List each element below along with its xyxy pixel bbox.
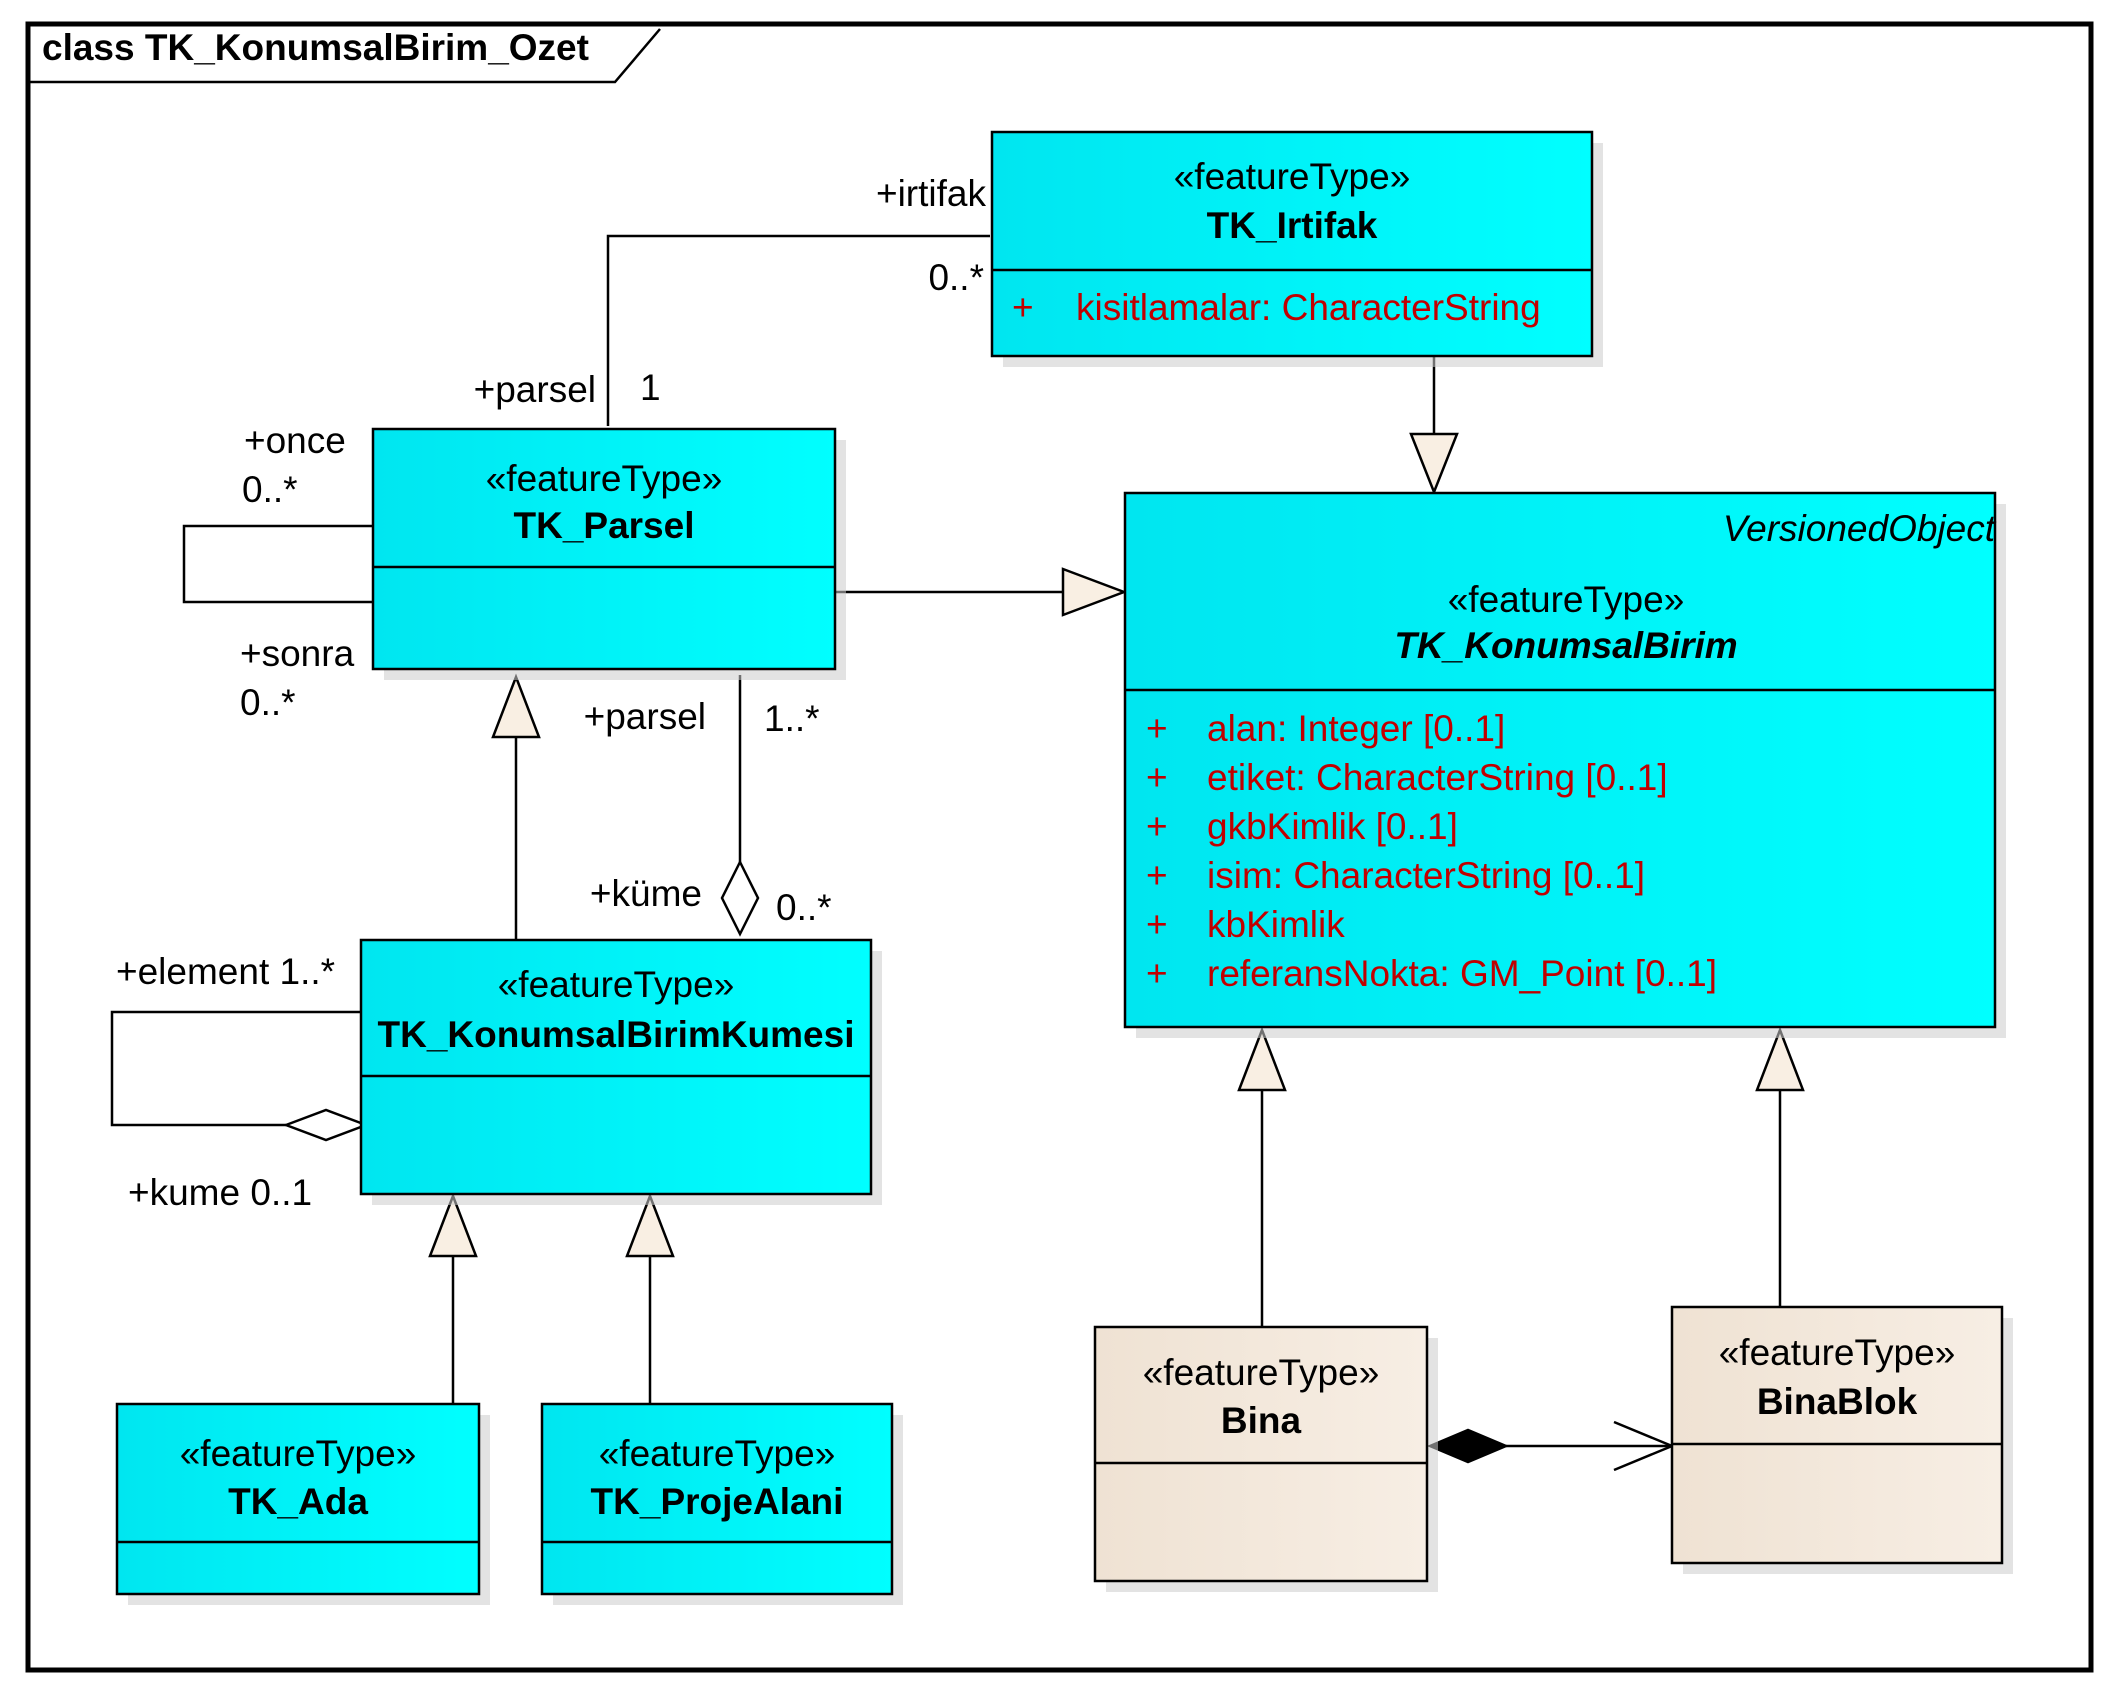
diamonds [282, 859, 1510, 1464]
role-irtifak: +irtifak [876, 173, 987, 214]
class-stereotype: «featureType» [498, 964, 735, 1005]
kume-aggregation-diamond [720, 859, 760, 937]
parsel-self-association [182, 524, 374, 604]
class-stereotype: «featureType» [486, 458, 723, 499]
class-bina[interactable]: «featureType» Bina [1093, 1325, 1438, 1592]
role-kume01: +kume 0..1 [128, 1172, 312, 1213]
arrow-parsel-to-konumsal [1061, 567, 1128, 617]
class-stereotype: «featureType» [180, 1433, 417, 1474]
class-tk-parsel[interactable]: «featureType» TK_Parsel [371, 427, 846, 680]
class-tk-konumsalbirimkumesi[interactable]: «featureType» TK_KonumsalBirimKumesi [359, 938, 882, 1205]
multiplicity-kume: 0..* [776, 887, 832, 928]
class-name: TK_ProjeAlani [591, 1481, 844, 1522]
attribute-visibility: + [1146, 855, 1168, 896]
arrow-bina-to-konumsal [1237, 1026, 1287, 1092]
attribute-text: kisitlamalar: CharacterString [1076, 287, 1541, 328]
attribute-text: etiket: CharacterString [0..1] [1207, 757, 1668, 798]
class-name: Bina [1221, 1400, 1302, 1441]
class-tk-projealani[interactable]: «featureType» TK_ProjeAlani [540, 1402, 903, 1605]
multiplicity-sonra: 0..* [240, 682, 296, 723]
arrow-proje-to-kumesi [625, 1192, 675, 1258]
multiplicity-parsel-bottom: 1..* [764, 698, 820, 739]
generalization-arrows [428, 432, 1805, 1258]
class-name: TK_Parsel [514, 505, 695, 546]
class-stereotype: «featureType» [1448, 579, 1685, 620]
multiplicity-parsel-top: 1 [640, 367, 661, 408]
class-name: TK_Ada [228, 1481, 368, 1522]
attribute-text: isim: CharacterString [0..1] [1207, 855, 1645, 896]
attribute-text: referansNokta: GM_Point [0..1] [1207, 953, 1717, 994]
connectors [110, 234, 1782, 1472]
role-parsel-top: +parsel [474, 369, 596, 410]
irtifak-parsel-association [606, 234, 990, 426]
frame-title: class TK_KonumsalBirim_Ozet [42, 27, 589, 68]
attribute-visibility: + [1146, 904, 1168, 945]
class-tk-konumsalbirim[interactable]: VersionedObject «featureType» TK_Konumsa… [1123, 491, 2006, 1038]
role-kume: +küme [590, 873, 702, 914]
role-parsel-bottom: +parsel [584, 696, 706, 737]
attribute-visibility: + [1146, 708, 1168, 749]
class-tk-ada[interactable]: «featureType» TK_Ada [115, 1402, 490, 1605]
class-name: BinaBlok [1757, 1381, 1918, 1422]
arrow-kumesi-to-parsel [491, 673, 541, 739]
class-stereotype: «featureType» [1719, 1332, 1956, 1373]
kumesi-self-aggregation-line [110, 1010, 360, 1127]
role-element: +element 1..* [116, 951, 335, 992]
attribute-visibility: + [1012, 287, 1034, 328]
superclass-note: VersionedObject [1723, 508, 1997, 549]
class-stereotype: «featureType» [1143, 1352, 1380, 1393]
arrow-irtifak-to-konumsal [1409, 432, 1459, 496]
class-stereotype: «featureType» [1174, 156, 1411, 197]
role-labels: +irtifak 0..* +parsel 1 +once 0..* +sonr… [116, 173, 986, 1213]
role-sonra: +sonra [240, 633, 355, 674]
multiplicity-irtifak: 0..* [928, 257, 984, 298]
attribute-visibility: + [1146, 953, 1168, 994]
attribute-text: kbKimlik [1207, 904, 1345, 945]
attribute-text: gkbKimlik [0..1] [1207, 806, 1458, 847]
bina-composition-diamond [1426, 1428, 1510, 1464]
multiplicity-once: 0..* [242, 469, 298, 510]
class-binablok[interactable]: «featureType» BinaBlok [1670, 1305, 2013, 1574]
class-name: TK_KonumsalBirim [1394, 625, 1737, 666]
class-name: TK_Irtifak [1207, 205, 1378, 246]
arrow-ada-to-kumesi [428, 1192, 478, 1258]
attribute-visibility: + [1146, 757, 1168, 798]
class-name: TK_KonumsalBirimKumesi [378, 1014, 855, 1055]
attribute-text: alan: Integer [0..1] [1207, 708, 1505, 749]
arrow-binablok-to-konumsal [1755, 1026, 1805, 1092]
class-tk-irtifak[interactable]: «featureType» TK_Irtifak + kisitlamalar:… [990, 130, 1603, 367]
class-stereotype: «featureType» [599, 1433, 836, 1474]
role-once: +once [244, 420, 346, 461]
attribute-visibility: + [1146, 806, 1168, 847]
